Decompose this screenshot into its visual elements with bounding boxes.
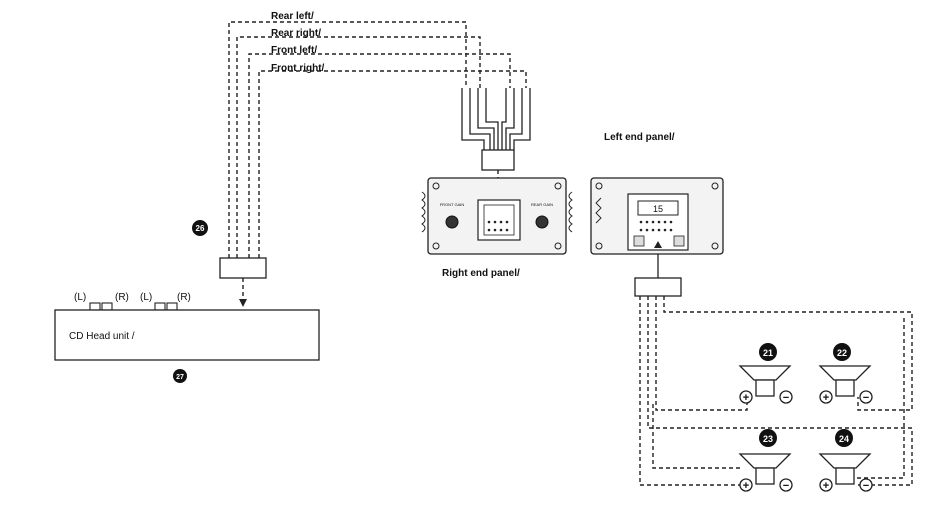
callout-27-badge (173, 369, 187, 383)
front-right-label: Front right/ (271, 63, 325, 74)
harness-leads (461, 88, 531, 150)
head-unit-right-a: (R) (115, 292, 129, 303)
callout-26-badge (192, 220, 208, 236)
callout-26: 26 (196, 224, 205, 233)
callout-23: 23 (763, 434, 773, 444)
callout-21-badge (759, 343, 777, 361)
speaker-front-right (818, 365, 873, 404)
cd-head-unit (54, 309, 320, 361)
speaker-rear-left (738, 453, 793, 492)
speaker-front-left (738, 365, 793, 404)
rca-input-plug (481, 149, 515, 171)
polarity-positive: + (823, 392, 829, 404)
right-end-panel-label: Right end panel/ (442, 268, 520, 279)
front-left-label: Front left/ (271, 45, 317, 56)
rear-left-label: Rear left/ (271, 11, 314, 22)
callout-24-badge (835, 429, 853, 447)
callout-22-badge (833, 343, 851, 361)
rear-right-label: Rear right/ (271, 28, 321, 39)
callout-23-badge (759, 429, 777, 447)
speaker-output-arrow (654, 241, 662, 248)
polarity-negative: − (783, 480, 789, 492)
rca-signal-wires (228, 21, 527, 258)
right-end-panel (421, 177, 573, 255)
polarity-positive: + (743, 480, 749, 492)
polarity-positive: + (823, 480, 829, 492)
polarity-negative: − (863, 392, 869, 404)
front-gain-label: FRONT GAIN (440, 202, 465, 207)
callout-24: 24 (839, 434, 849, 444)
speaker-rear-right (818, 453, 873, 492)
callout-27: 27 (176, 374, 184, 381)
head-unit-rca-plug (219, 257, 267, 279)
head-unit-arrow-head (239, 299, 247, 307)
head-unit-left-a: (L) (74, 292, 86, 303)
cd-head-unit-label: CD Head unit / (69, 331, 135, 342)
polarity-negative: − (863, 480, 869, 492)
head-unit-rca-jacks (89, 302, 178, 311)
callout-21: 21 (763, 348, 773, 358)
polarity-negative: − (783, 392, 789, 404)
rear-gain-label: REAR GAIN (531, 202, 553, 207)
head-unit-right-b: (R) (177, 292, 191, 303)
left-end-panel-label: Left end panel/ (604, 132, 675, 143)
polarity-positive: + (743, 392, 749, 404)
callout-22: 22 (837, 348, 847, 358)
head-unit-left-b: (L) (140, 292, 152, 303)
left-end-panel (590, 177, 724, 255)
fuse-rating: 15 (653, 204, 663, 214)
speaker-output-plug (634, 277, 682, 297)
